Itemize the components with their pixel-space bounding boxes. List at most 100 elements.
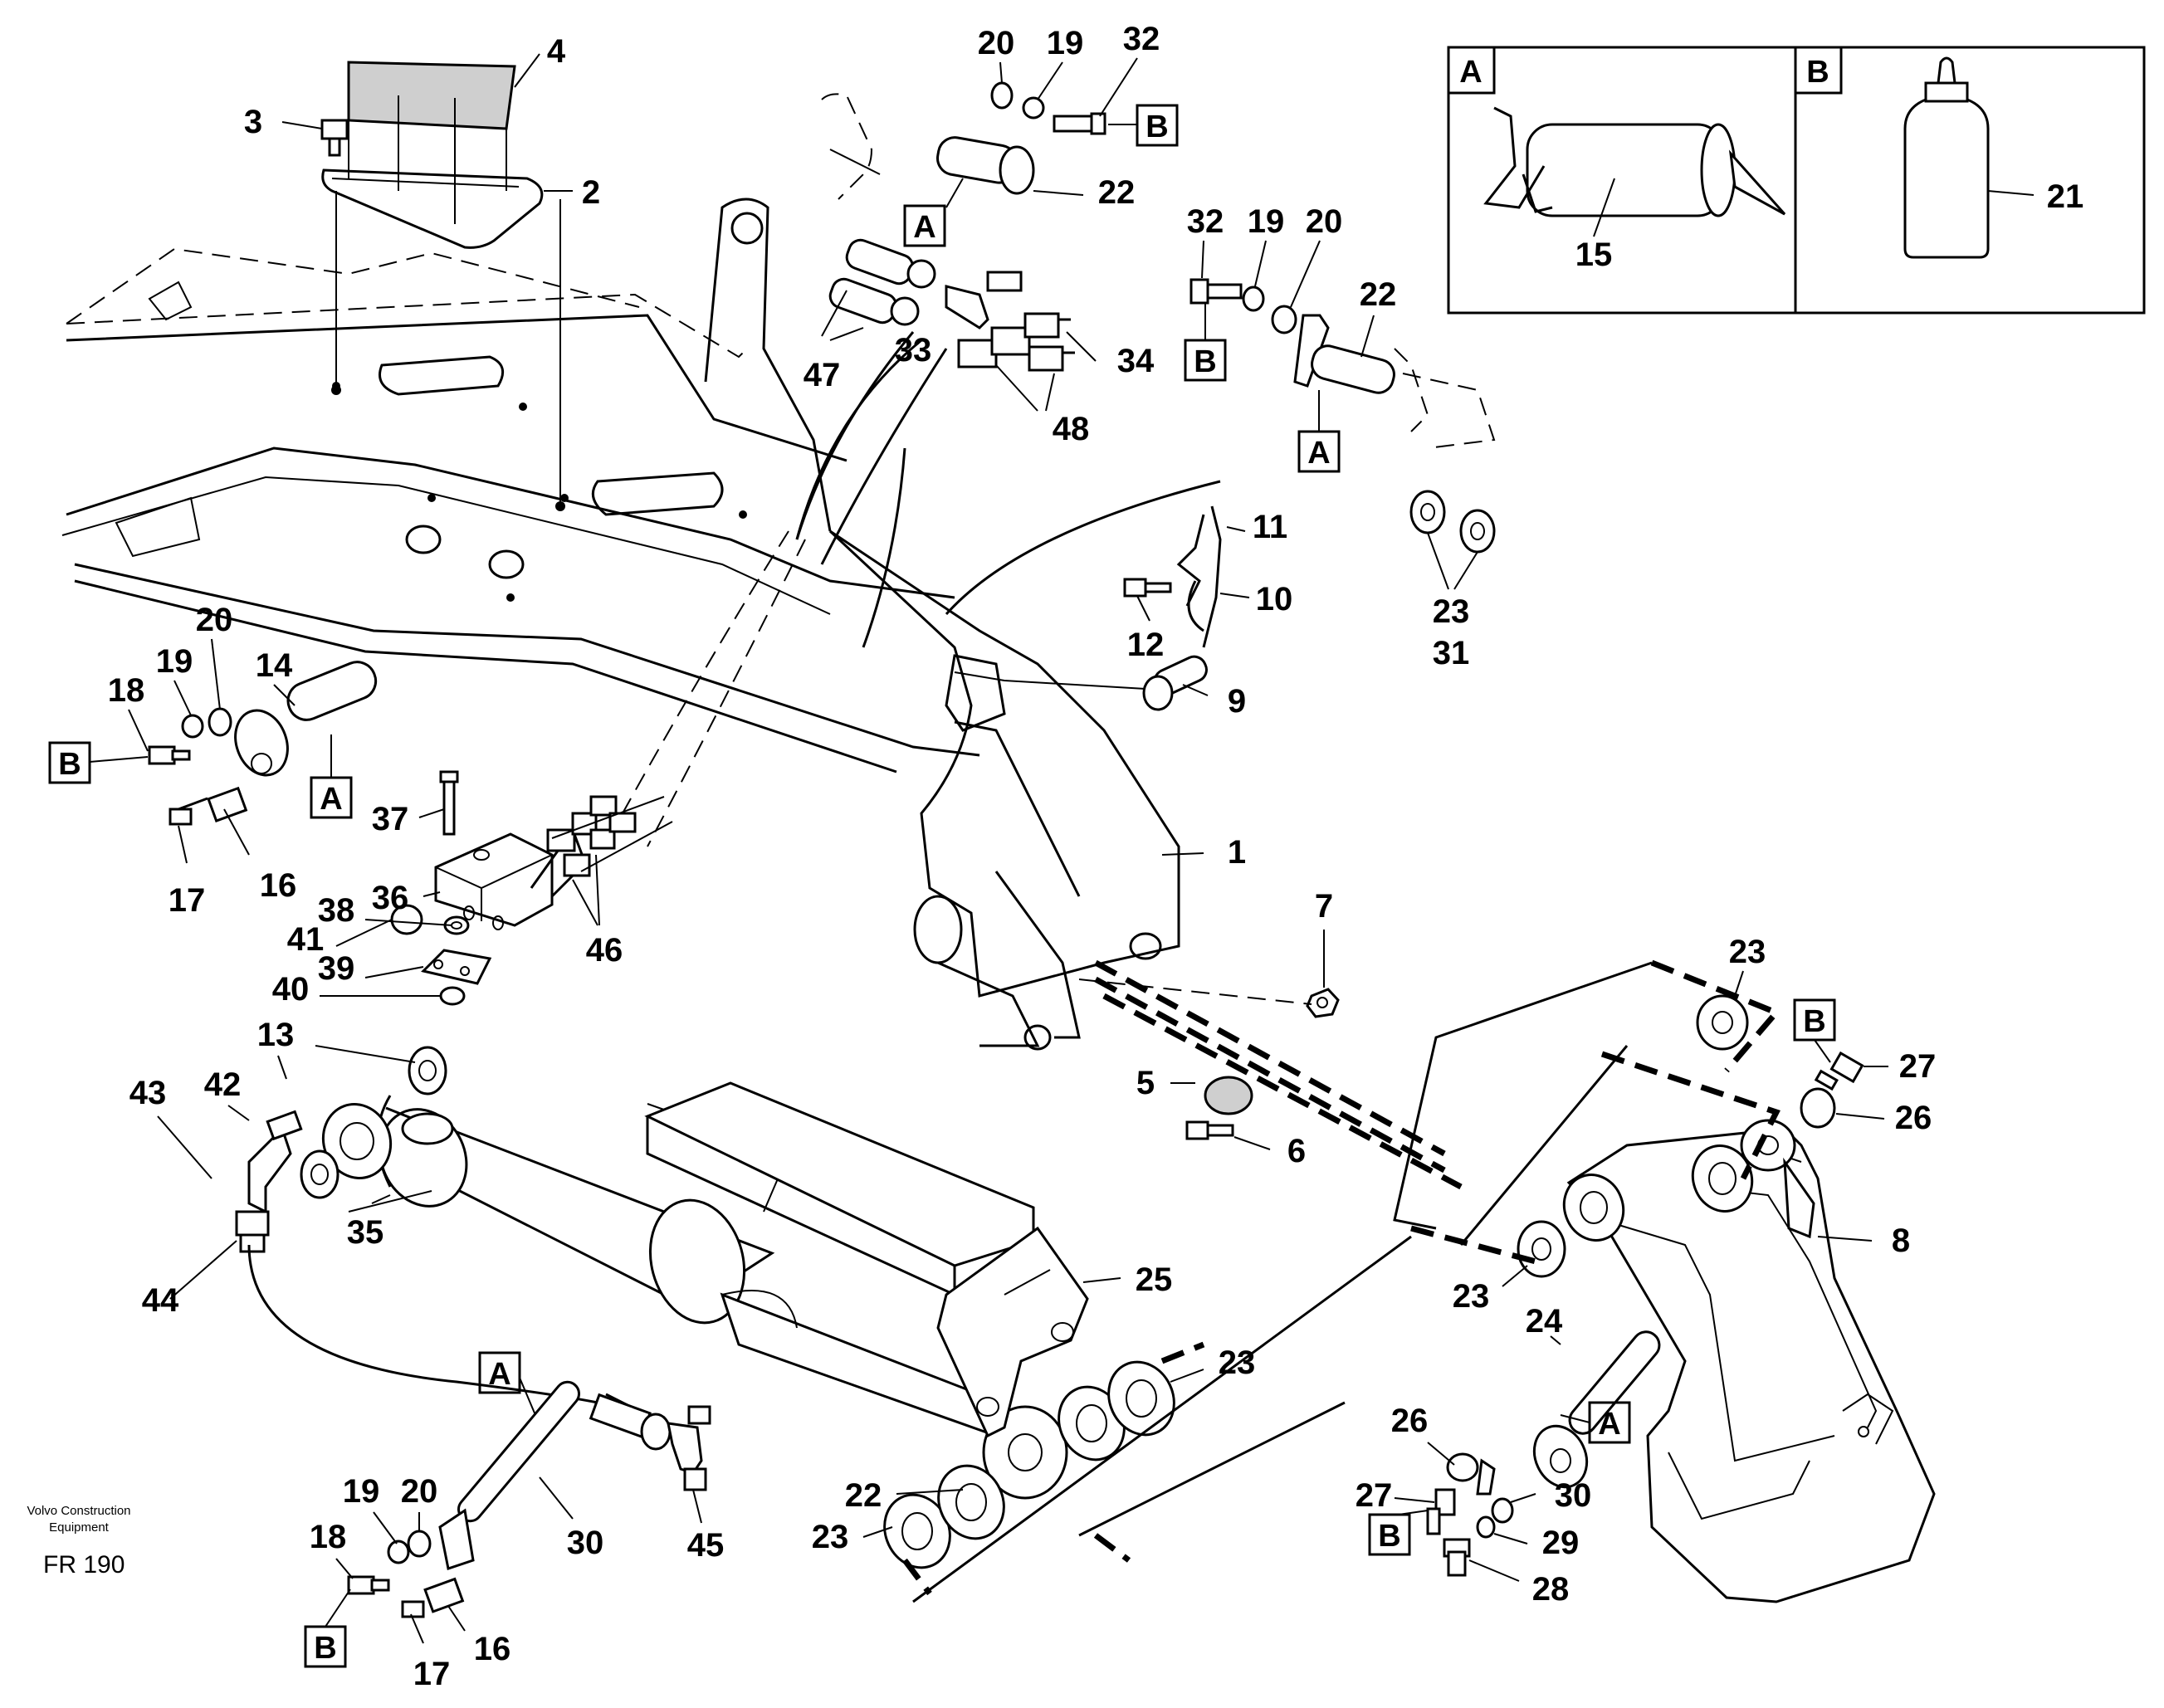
callout-23-bracket-top: 23 — [1729, 934, 1766, 970]
callout-20-bottom: 20 — [401, 1473, 438, 1510]
left-pin-assembly — [148, 661, 378, 826]
callout-3: 3 — [244, 104, 262, 140]
callout-6: 6 — [1287, 1133, 1306, 1169]
callout-12: 12 — [1127, 627, 1165, 663]
callout-23-bracket-left: 23 — [1453, 1278, 1490, 1315]
callout-16-bottom: 16 — [474, 1631, 511, 1667]
hose-arc — [862, 447, 906, 648]
callout-27-lower: 27 — [1356, 1477, 1393, 1514]
callout-19-left: 19 — [156, 643, 193, 680]
tag-b-lower-right — [1368, 1513, 1411, 1556]
svg-text:B: B — [1803, 1004, 1825, 1039]
grease-gun-icon — [1483, 106, 1786, 217]
callout-1: 1 — [1228, 834, 1246, 871]
hose-line-lower — [235, 1110, 711, 1491]
callout-19-right: 19 — [1248, 203, 1285, 240]
callout-14: 14 — [256, 647, 293, 684]
callout-35: 35 — [347, 1214, 384, 1251]
top-pin-assembly — [821, 81, 1106, 200]
right-pin-assembly-lower — [1426, 1330, 1661, 1577]
inset-letter-a: A — [1459, 55, 1482, 90]
nut-and-spacer — [1078, 978, 1340, 1140]
svg-text:A: A — [1307, 436, 1330, 471]
callout-29: 29 — [1542, 1525, 1580, 1561]
inset-panel: A B 15 21 — [1447, 46, 2146, 315]
callout-45: 45 — [687, 1527, 725, 1564]
lock-pin-assembly — [945, 505, 1222, 732]
bolt-3-icon — [320, 119, 349, 157]
callout-23-top: 23 — [1433, 593, 1470, 630]
valve-block — [390, 770, 673, 1006]
callout-19-bottom: 19 — [343, 1473, 380, 1510]
svg-text:B: B — [1378, 1519, 1400, 1554]
svg-text:B: B — [314, 1631, 336, 1666]
callout-47: 47 — [804, 357, 841, 393]
washers-23-top — [1409, 490, 1496, 554]
callout-20-right: 20 — [1306, 203, 1343, 240]
callout-36: 36 — [372, 880, 409, 916]
callout-21: 21 — [2047, 178, 2084, 215]
upper-right-bolts — [1800, 1051, 1864, 1129]
frame-outline — [61, 198, 980, 773]
callout-19-top: 19 — [1047, 25, 1084, 61]
callout-16-left: 16 — [260, 867, 297, 904]
callout-39: 39 — [318, 950, 355, 987]
callout-23-bottom-left: 23 — [812, 1519, 849, 1555]
svg-text:B: B — [58, 747, 81, 782]
callout-17-left: 17 — [169, 882, 206, 919]
callout-10: 10 — [1256, 581, 1293, 617]
callout-2: 2 — [582, 174, 600, 211]
callout-37: 37 — [372, 801, 409, 837]
washers-22-23-bottom — [883, 1360, 1175, 1569]
tag-a-top — [903, 204, 946, 247]
callout-34: 34 — [1117, 343, 1155, 379]
hose-fittings — [795, 238, 1075, 565]
tag-a-bottom — [478, 1351, 521, 1394]
callout-18-bottom: 18 — [310, 1519, 347, 1555]
callout-30-right: 30 — [1555, 1477, 1592, 1514]
callout-28: 28 — [1532, 1571, 1570, 1608]
callout-15: 15 — [1575, 237, 1613, 273]
callout-22-right: 22 — [1360, 276, 1397, 313]
callout-32-top: 32 — [1123, 21, 1160, 57]
callout-8: 8 — [1892, 1222, 1910, 1259]
callout-27-upper: 27 — [1899, 1048, 1937, 1085]
clevis-25 — [936, 1226, 1089, 1438]
brand-line-2: Equipment — [49, 1520, 110, 1535]
callout-40: 40 — [272, 971, 310, 1008]
callout-38: 38 — [318, 892, 355, 929]
inset-letter-b: B — [1806, 55, 1829, 90]
tag-b-top — [1136, 104, 1179, 147]
callout-42: 42 — [204, 1066, 242, 1103]
callout-5: 5 — [1136, 1065, 1155, 1101]
callout-24: 24 — [1526, 1303, 1563, 1340]
figure-code: FR 190 — [43, 1551, 125, 1579]
callout-26-lower: 26 — [1391, 1403, 1429, 1439]
callout-17-bottom: 17 — [413, 1656, 451, 1692]
tag-b-left — [48, 741, 91, 784]
callout-33: 33 — [895, 332, 932, 368]
callout-20-top: 20 — [978, 25, 1015, 61]
arm-part-1 — [828, 529, 1180, 1051]
callout-22-top: 22 — [1098, 174, 1136, 211]
callout-46: 46 — [586, 932, 623, 969]
callout-18-left: 18 — [108, 672, 145, 709]
oil-bottle-icon — [1903, 56, 1990, 259]
callout-4: 4 — [547, 33, 566, 70]
callout-11: 11 — [1253, 509, 1287, 545]
callout-25: 25 — [1136, 1261, 1173, 1298]
svg-text:B: B — [1146, 110, 1168, 144]
svg-text:A: A — [488, 1357, 510, 1392]
callout-44: 44 — [142, 1282, 179, 1319]
callout-43: 43 — [129, 1075, 167, 1111]
callout-30-left: 30 — [567, 1525, 604, 1561]
bracket-part-8 — [1562, 1119, 1936, 1603]
brand-line-1: Volvo Construction — [27, 1504, 130, 1518]
callout-41: 41 — [287, 921, 325, 958]
callout-23-bottom-right: 23 — [1219, 1344, 1256, 1381]
callout-9: 9 — [1228, 683, 1246, 720]
svg-text:A: A — [320, 782, 342, 817]
assembly-guide-lines — [902, 959, 1781, 1603]
footer: Volvo Construction Equipment FR 190 — [27, 1504, 130, 1579]
